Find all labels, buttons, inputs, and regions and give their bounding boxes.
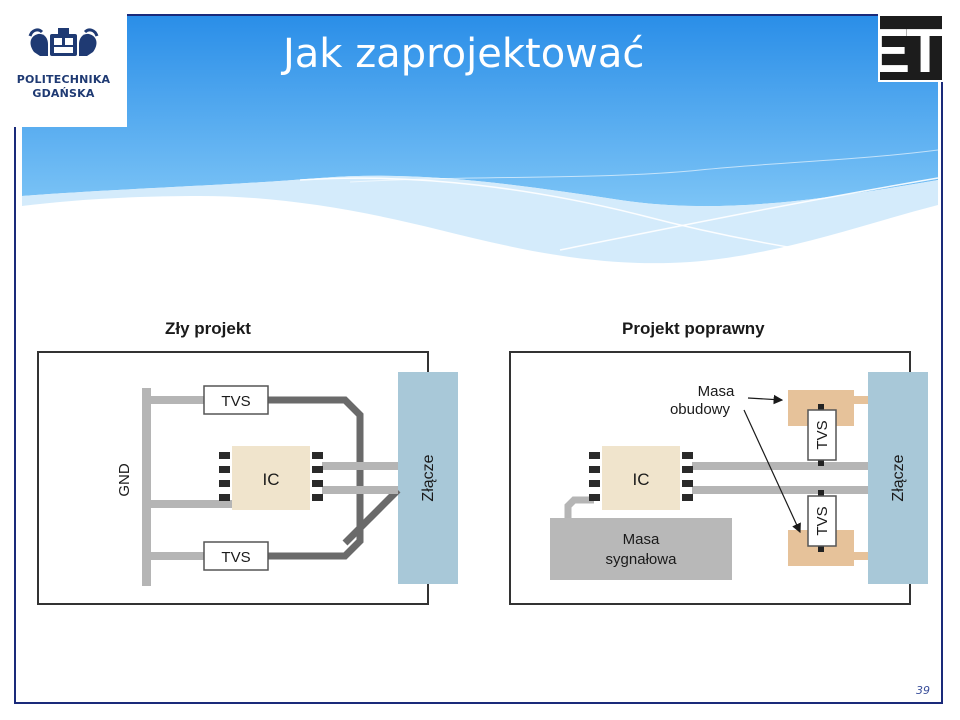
right-tvs-bottom-box (807, 495, 837, 547)
page-number: 39 (916, 684, 930, 697)
signal-ground-plane (550, 518, 732, 580)
tvs-top-label: TVS (221, 393, 250, 410)
left-heading: Zły projekt (165, 319, 251, 338)
tvs-bottom-pin-a (818, 490, 824, 498)
tvs-joined-trace (357, 487, 401, 531)
tvs-top-pin-a (818, 404, 824, 412)
right-ic-pins (589, 452, 693, 501)
right-signal-trace-2 (692, 486, 868, 494)
chassis-label-line-2: obudowy (670, 401, 731, 418)
slide-title: Jak zaprojektować (283, 31, 645, 77)
signal-ground-line-1: Masa (623, 531, 660, 548)
chassis-pad-bottom-link (848, 552, 868, 560)
right-connector (868, 372, 928, 584)
gnd-bus (142, 388, 151, 586)
chassis-label-line-1: Masa (698, 383, 735, 400)
right-ic-label: IC (633, 470, 650, 489)
eti-logo-text: ETI (878, 17, 944, 82)
ic-ground-trace (564, 496, 594, 518)
left-ic-label: IC (263, 470, 280, 489)
right-tvs-top-label: TVS (814, 420, 831, 449)
university-logo: POLITECHNIKA GDAŃSKA (0, 0, 127, 127)
signal-trace-1 (322, 462, 398, 470)
chassis-pad-top-link (848, 396, 868, 404)
tvs-top-box (203, 385, 269, 415)
signal-ground-line-2: sygnałowa (606, 551, 678, 568)
tvs-bottom-pin-b (818, 544, 824, 552)
gnd-to-tvs-bottom (142, 552, 204, 560)
crest-icon (28, 28, 99, 56)
header-wave-background (22, 16, 939, 264)
right-tvs-top-box (807, 409, 837, 461)
chassis-arrow-top (747, 394, 784, 405)
gnd-to-ic (142, 500, 234, 508)
tvs-top-pin-b (818, 458, 824, 466)
logo-line-2: GDAŃSKA (32, 87, 95, 100)
left-ic (232, 446, 310, 510)
gnd-label: GND (116, 463, 133, 497)
left-connector (398, 372, 458, 584)
tvs-bottom-return-trace (268, 528, 364, 560)
tvs-top-return-trace (268, 396, 364, 546)
right-tvs-bottom-label: TVS (814, 506, 831, 535)
signal-trace-2 (322, 486, 398, 494)
chassis-arrow-bottom (743, 409, 801, 534)
right-heading: Projekt poprawny (622, 319, 765, 338)
right-connector-label: Złącze (890, 454, 907, 501)
logo-line-1: POLITECHNIKA (16, 73, 111, 86)
slide-frame (14, 14, 943, 704)
gnd-to-tvs-top (142, 396, 204, 404)
tvs-bottom-box (203, 541, 269, 571)
left-ic-pins (219, 452, 323, 501)
left-connector-label: Złącze (420, 454, 437, 501)
right-ic (602, 446, 680, 510)
eti-logo: ETI (869, 14, 958, 86)
tvs-bottom-label: TVS (221, 549, 250, 566)
right-signal-trace-1 (692, 462, 868, 470)
